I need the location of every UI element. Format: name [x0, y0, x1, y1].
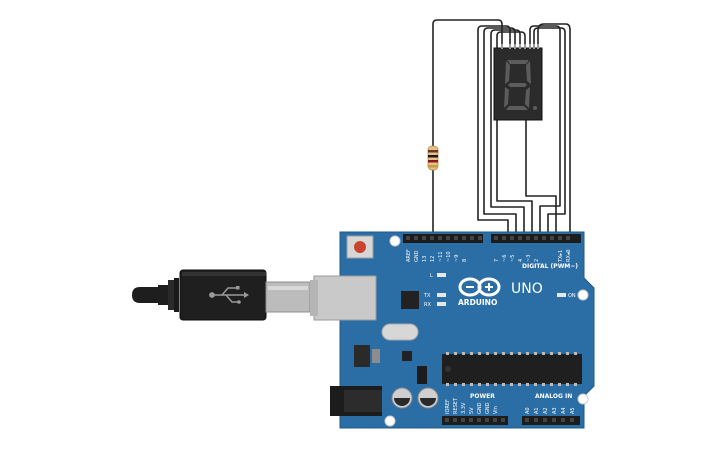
top-pin-label-5: ~10 — [446, 251, 452, 262]
usb-icon — [209, 286, 249, 304]
analog-pin-label-1: A1 — [534, 407, 540, 414]
digital-header[interactable] — [403, 234, 581, 243]
usb-cable[interactable] — [132, 269, 311, 321]
power-jack[interactable] — [330, 386, 382, 416]
top-pin-label-10: ~5 — [510, 255, 516, 262]
arduino-logo — [458, 277, 501, 297]
reset-button[interactable] — [346, 235, 374, 259]
wire-seg-4[interactable] — [496, 31, 533, 236]
brand-label: ARDUINO — [458, 298, 497, 307]
resistor[interactable] — [427, 145, 439, 171]
analog-pin-label-0: A0 — [525, 407, 531, 414]
top-pin-label-9: ~6 — [502, 255, 508, 262]
status-leds: L TX RX ON — [423, 273, 576, 308]
top-pin-label-15: RX◂0 — [566, 249, 572, 262]
wire-seg-7[interactable] — [537, 23, 571, 237]
display-digit-segments — [504, 60, 537, 110]
wire-seg-8[interactable] — [525, 120, 557, 236]
atmega-chip — [442, 352, 582, 386]
power-pin-label-4: GND — [477, 402, 483, 414]
svg-text:TX: TX — [423, 293, 431, 299]
power-header-label: POWER — [470, 393, 495, 400]
power-pin-label-2: 3.3V — [461, 402, 467, 414]
wires — [432, 19, 571, 237]
top-pin-label-6: ~9 — [454, 255, 460, 262]
power-pin-label-0: IOREF — [445, 399, 451, 414]
analog-pin-label-5: A5 — [570, 407, 576, 414]
usb-socket — [313, 275, 377, 321]
svg-text:ON: ON — [568, 293, 576, 299]
top-pin-label-1: GND — [414, 250, 420, 262]
power-pin-label-1: RESET — [453, 397, 459, 414]
top-pin-label-14: TX▸1 — [558, 250, 564, 263]
usb-chip — [401, 291, 419, 309]
top-pin-label-13: 2 — [534, 259, 540, 262]
top-pin-label-0: AREF — [406, 249, 412, 262]
top-pin-label-11: 4 — [518, 259, 524, 262]
crystal-oscillator — [381, 323, 419, 341]
seven-segment-display[interactable] — [493, 44, 543, 121]
top-pin-label-3: 12 — [430, 256, 436, 262]
top-pin-label-8: 7 — [494, 259, 500, 262]
power-pin-label-3: 5V — [469, 407, 475, 414]
analog-pin-label-3: A3 — [552, 407, 558, 414]
top-pin-label-2: 13 — [422, 256, 428, 262]
analog-header[interactable] — [522, 416, 580, 425]
model-label: UNO — [511, 281, 543, 297]
power-pin-label-6: Vin — [493, 406, 499, 414]
top-pin-label-12: ~3 — [526, 255, 532, 262]
wire-seg-6[interactable] — [533, 27, 566, 236]
svg-text:L: L — [430, 273, 433, 279]
analog-pin-label-2: A2 — [543, 407, 549, 414]
analog-pin-label-4: A4 — [561, 407, 567, 414]
power-header[interactable] — [442, 416, 508, 425]
wire-seg-5[interactable] — [529, 25, 561, 236]
analog-header-label: ANALOG IN — [535, 393, 572, 400]
power-pin-label-5: GND — [485, 402, 491, 414]
digital-header-label: DIGITAL (PWM~) — [522, 263, 578, 270]
top-pin-label-7: 8 — [462, 259, 468, 262]
wire-resistor[interactable] — [432, 19, 503, 146]
svg-text:RX: RX — [424, 302, 431, 308]
top-pin-label-4: ~11 — [438, 251, 444, 262]
